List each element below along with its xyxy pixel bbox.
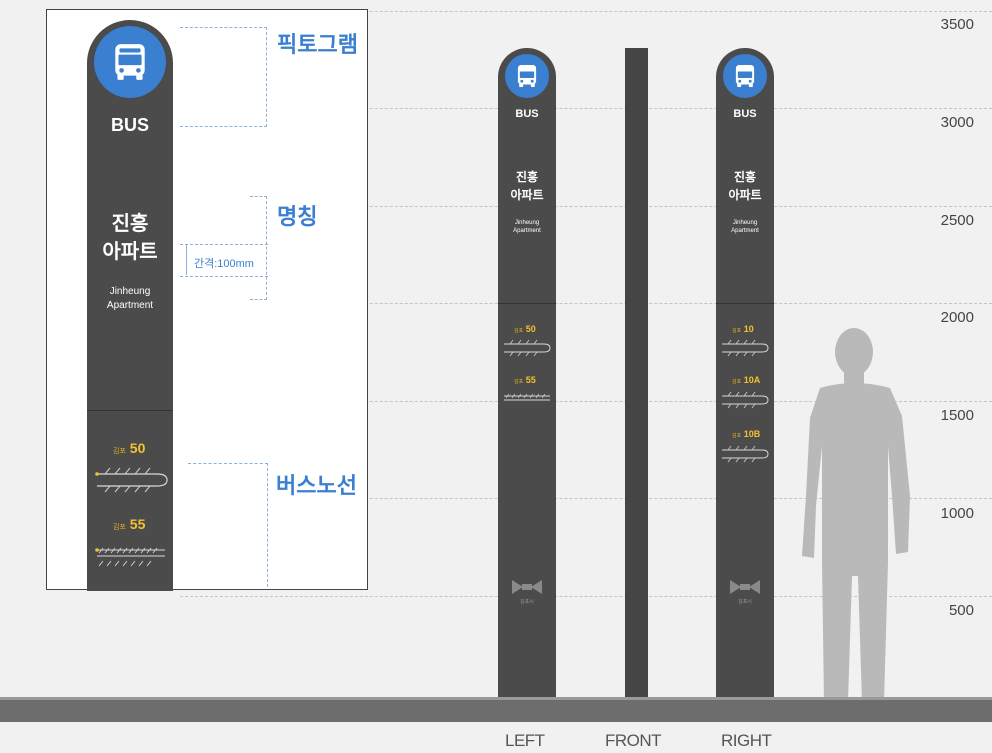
name-bracket xyxy=(250,196,267,300)
gridline-3000 xyxy=(180,108,992,109)
right-route-2-line xyxy=(722,391,769,409)
left-name-ko-line1: 진흥 xyxy=(515,170,539,184)
right-route-2-number: 10A xyxy=(743,375,761,385)
detail-route-2-prefix: 김포 xyxy=(113,524,126,531)
detail-pole: BUS 진흥 아파트 Jinheung Apartment 김포 50 김포 5… xyxy=(87,20,173,591)
detail-name-ko-line1: 진흥 xyxy=(111,213,149,235)
callout-name: 명칭 xyxy=(277,204,318,229)
front-pole xyxy=(625,48,648,701)
right-pole: BUS 진흥 아파트 Jinheung Apartment 김포 10 김포 1… xyxy=(716,48,774,701)
ground-lip xyxy=(0,697,992,701)
person-silhouette-icon xyxy=(802,328,910,702)
left-route-1-label: 김포 50 xyxy=(514,324,536,334)
right-route-1-line xyxy=(722,339,769,357)
right-logo-text: 김포시 xyxy=(738,599,752,605)
gridline-1500 xyxy=(180,401,992,402)
left-route-1-number: 50 xyxy=(525,324,536,334)
ground xyxy=(0,700,992,722)
detail-route-1-number: 50 xyxy=(129,440,146,456)
left-route-1-prefix: 김포 xyxy=(514,328,524,334)
right-name-ko-line2: 아파트 xyxy=(728,188,762,202)
left-logo-text: 김포시 xyxy=(520,599,534,605)
detail-name-en-line1: Jinheung xyxy=(109,286,151,297)
detail-route-1-prefix: 김포 xyxy=(113,448,126,455)
detail-route-2-label: 김포 55 xyxy=(113,516,145,532)
detail-bus-circle xyxy=(94,26,166,98)
bus-icon xyxy=(115,44,145,80)
left-name-en-line2: Apartment xyxy=(513,228,541,234)
scale-label-500: 500 xyxy=(948,602,974,619)
routes-vline xyxy=(267,463,268,587)
detail-pole-divider xyxy=(87,410,173,411)
scale-label-2000: 2000 xyxy=(940,309,974,326)
detail-name-ko-line2: 아파트 xyxy=(102,241,158,263)
right-pole-divider xyxy=(716,303,774,304)
scale-label-1000: 1000 xyxy=(940,505,974,522)
right-bus-circle xyxy=(723,54,767,98)
right-route-1-prefix: 김포 xyxy=(732,328,742,334)
left-route-1-line xyxy=(504,339,551,357)
bus-icon xyxy=(517,64,537,88)
scale-label-3000: 3000 xyxy=(940,114,974,131)
right-name-ko-line1: 진흥 xyxy=(733,170,757,184)
right-route-2-label: 김포 10A xyxy=(732,375,760,385)
view-label-right: RIGHT xyxy=(721,731,772,750)
gridline-1000 xyxy=(180,498,992,499)
left-name-en-line1: Jinheung xyxy=(514,220,540,226)
gridline-2000 xyxy=(180,303,992,304)
right-route-1-label: 김포 10 xyxy=(732,324,754,334)
scale-label-1500: 1500 xyxy=(940,407,974,424)
left-logo-icon xyxy=(512,580,542,594)
routes-line-top xyxy=(188,463,268,464)
right-route-3-number: 10B xyxy=(743,429,761,439)
callout-pictogram: 픽토그램 xyxy=(277,32,358,57)
right-name-en-line2: Apartment xyxy=(731,228,759,234)
spacing-arrow xyxy=(186,245,187,275)
right-route-3-prefix: 김포 xyxy=(732,433,742,439)
right-logo-icon xyxy=(730,580,760,594)
detail-route-1-line xyxy=(95,467,168,493)
right-bus-label: BUS xyxy=(733,108,757,120)
detail-route-2-number: 55 xyxy=(129,516,146,532)
callout-routes: 버스노선 xyxy=(276,473,357,498)
detail-route-1-label: 김포 50 xyxy=(113,440,145,456)
pictogram-bracket xyxy=(180,27,267,127)
left-name-ko-line2: 아파트 xyxy=(510,188,544,202)
bus-icon xyxy=(735,64,755,88)
left-route-2-label: 김포 55 xyxy=(514,375,536,385)
left-pole-divider xyxy=(498,303,556,304)
right-name-en-line1: Jinheung xyxy=(732,220,758,226)
detail-route-2-line xyxy=(95,547,165,567)
detail-bus-label: BUS xyxy=(110,115,149,135)
left-route-2-prefix: 김포 xyxy=(514,379,524,385)
view-label-front: FRONT xyxy=(605,731,662,750)
left-bus-label: BUS xyxy=(515,108,539,120)
gridline-500 xyxy=(180,596,992,597)
scale-label-2500: 2500 xyxy=(940,212,974,229)
left-bus-circle xyxy=(505,54,549,98)
detail-name-en-line2: Apartment xyxy=(106,300,154,311)
right-route-1-number: 10 xyxy=(743,324,754,334)
spacing-line-bottom xyxy=(180,276,268,277)
spacing-label: 간격:100mm xyxy=(194,258,254,270)
gridline-2500 xyxy=(180,206,992,207)
detail-panel: BUS 진흥 아파트 Jinheung Apartment 김포 50 김포 5… xyxy=(46,9,368,591)
spacing-line-top xyxy=(180,244,268,245)
right-route-3-label: 김포 10B xyxy=(732,429,760,439)
left-route-2-line xyxy=(504,393,550,401)
right-route-3-line xyxy=(722,445,769,463)
right-route-2-prefix: 김포 xyxy=(732,379,742,385)
left-route-2-number: 55 xyxy=(525,375,536,385)
scale-label-3500: 3500 xyxy=(940,16,974,33)
gridline-3500 xyxy=(180,11,992,12)
left-pole: BUS 진흥 아파트 Jinheung Apartment 김포 50 김포 5… xyxy=(498,48,556,701)
view-label-left: LEFT xyxy=(505,731,545,750)
